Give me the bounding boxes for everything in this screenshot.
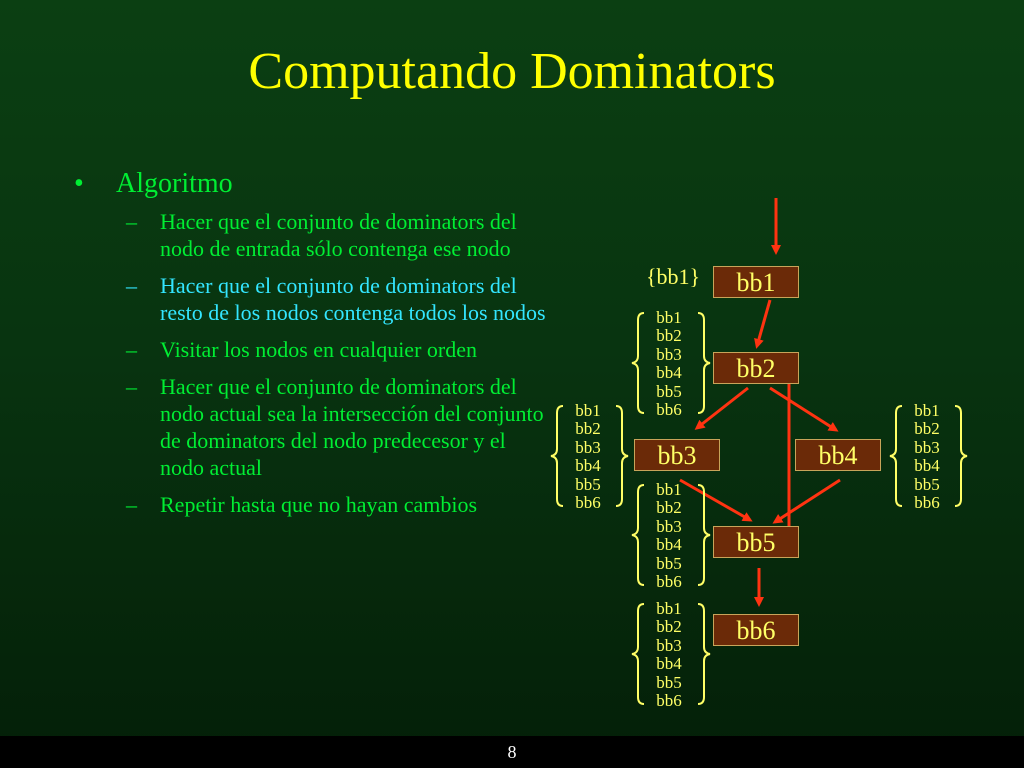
set-item: bb2 [914, 419, 940, 439]
bullet-text: Algoritmo [116, 168, 233, 199]
set-item: bb2 [656, 326, 682, 346]
dash-marker: – [126, 492, 137, 517]
page-number: 8 [507, 742, 517, 762]
set-item: bb5 [575, 474, 601, 494]
set-item: bb2 [656, 498, 682, 518]
sub-item-1: – Hacer que el conjunto de dominators de… [70, 208, 550, 262]
entry-set-label: {bb1} [646, 264, 701, 289]
set-item: bb4 [656, 654, 682, 674]
arrow-bb3-bb5 [679, 478, 753, 522]
set-item: bb1 [914, 401, 940, 420]
arrow-bb1-bb2 [754, 299, 772, 349]
set-item: bb6 [914, 493, 940, 513]
set-item: bb2 [575, 419, 601, 439]
node-bb5: bb5 [713, 526, 799, 558]
set-item: bb4 [575, 456, 601, 476]
set-item: bb4 [656, 363, 682, 383]
brace-right-bb5 [697, 484, 711, 586]
brace-left-bb4 [889, 405, 903, 507]
set-item: bb6 [656, 691, 682, 711]
brace-left-bb5 [631, 484, 645, 586]
dom-set-bb5: bb1 bb2 bb3 bb4 bb5 bb6 [644, 480, 694, 592]
set-item: bb6 [656, 400, 682, 420]
set-item: bb3 [575, 437, 601, 457]
node-bb3: bb3 [634, 439, 720, 471]
node-bb1: bb1 [713, 266, 799, 298]
set-item: bb5 [656, 672, 682, 692]
set-item: bb3 [656, 635, 682, 655]
dash-marker: – [126, 337, 137, 362]
dom-set-bb3: bb1 bb2 bb3 bb4 bb5 bb6 [563, 401, 613, 513]
set-item: bb4 [656, 535, 682, 555]
sub-item-5: – Repetir hasta que no hayan cambios [70, 491, 550, 518]
set-item: bb6 [575, 493, 601, 513]
brace-right-bb6 [697, 603, 711, 705]
set-item: bb3 [656, 516, 682, 536]
bullet-algoritmo: • Algoritmo [70, 168, 550, 200]
node-bb4: bb4 [795, 439, 881, 471]
set-item: bb5 [656, 381, 682, 401]
set-item: bb1 [656, 599, 682, 618]
slide-title: Computando Dominators [248, 43, 776, 100]
set-item: bb5 [656, 553, 682, 573]
brace-right-bb2 [697, 312, 711, 414]
dash-marker: – [126, 273, 137, 298]
arrow-bb4-bb5 [772, 478, 841, 524]
set-item: bb5 [914, 474, 940, 494]
bullet-marker: • [74, 168, 84, 199]
set-item: bb2 [656, 617, 682, 637]
sub-item-text: Hacer que el conjunto de dominators del … [160, 273, 546, 325]
node-bb6: bb6 [713, 614, 799, 646]
dom-set-bb6: bb1 bb2 bb3 bb4 bb5 bb6 [644, 599, 694, 711]
set-item: bb1 [575, 401, 601, 420]
brace-left-bb2 [631, 312, 645, 414]
arrow-bb2-bb3 [694, 386, 749, 430]
dom-set-bb4: bb1 bb2 bb3 bb4 bb5 bb6 [902, 401, 952, 513]
sub-item-4: – Hacer que el conjunto de dominators de… [70, 373, 550, 481]
sub-item-text: Hacer que el conjunto de dominators del … [160, 374, 544, 480]
brace-right-bb4 [954, 405, 968, 507]
dash-marker: – [126, 374, 137, 399]
set-item: bb1 [656, 308, 682, 327]
dash-marker: – [126, 209, 137, 234]
set-item: bb4 [914, 456, 940, 476]
sub-item-3: – Visitar los nodos en cualquier orden [70, 336, 550, 363]
brace-right-bb3 [615, 405, 629, 507]
set-item: bb6 [656, 572, 682, 592]
sub-item-2: – Hacer que el conjunto de dominators de… [70, 272, 550, 326]
set-item: bb3 [656, 344, 682, 364]
set-item: bb3 [914, 437, 940, 457]
sub-item-text: Hacer que el conjunto de dominators del … [160, 209, 517, 261]
brace-left-bb3 [550, 405, 564, 507]
sub-item-text: Visitar los nodos en cualquier orden [160, 337, 477, 362]
node-bb2: bb2 [713, 352, 799, 384]
set-item: bb1 [656, 480, 682, 499]
brace-left-bb6 [631, 603, 645, 705]
arrow-bb2-bb4 [769, 386, 839, 432]
dom-set-bb2: bb1 bb2 bb3 bb4 bb5 bb6 [644, 308, 694, 420]
footer-bar [0, 736, 1024, 768]
sub-item-text: Repetir hasta que no hayan cambios [160, 492, 478, 517]
bullet-list: • Algoritmo – Hacer que el conjunto de d… [70, 168, 550, 528]
